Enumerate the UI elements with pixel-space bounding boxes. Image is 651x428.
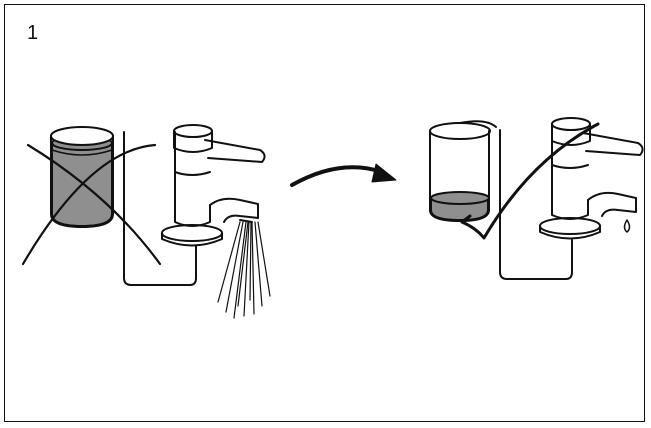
check-mark	[460, 122, 600, 240]
running-faucet-icon	[161, 124, 266, 247]
wall-plate-right	[499, 129, 573, 280]
left-scene	[21, 124, 271, 319]
arrow-right-icon	[290, 163, 397, 187]
cross-mark	[21, 143, 162, 266]
water-stream	[217, 221, 271, 319]
full-cup-icon	[50, 126, 114, 228]
right-scene	[429, 117, 644, 280]
step-number: 1	[27, 22, 39, 44]
wall-plate-left	[123, 131, 197, 286]
dripping-faucet-icon	[539, 117, 644, 240]
glass-icon	[429, 120, 497, 222]
